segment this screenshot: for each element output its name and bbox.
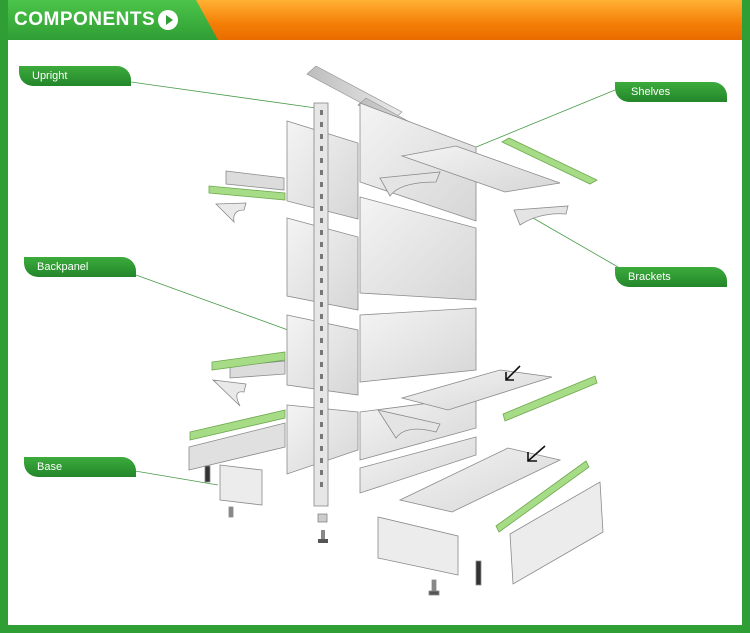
label-backpanel: Backpanel — [24, 257, 136, 277]
label-brackets: Brackets — [615, 267, 727, 287]
price-strips — [189, 137, 598, 533]
play-icon[interactable] — [158, 10, 178, 30]
lower-shelves — [188, 360, 562, 513]
upper-shelves — [215, 145, 569, 226]
label-shelves: Shelves — [615, 82, 727, 102]
header-title-tab — [0, 0, 218, 40]
leader-lines — [130, 81, 619, 486]
upright-post — [313, 102, 329, 543]
page-title: COMPONENTS — [14, 9, 156, 30]
base-plinths — [204, 464, 604, 596]
shelf-arrows — [505, 365, 546, 462]
label-base: Base — [24, 457, 136, 477]
label-upright: Upright — [19, 66, 131, 86]
